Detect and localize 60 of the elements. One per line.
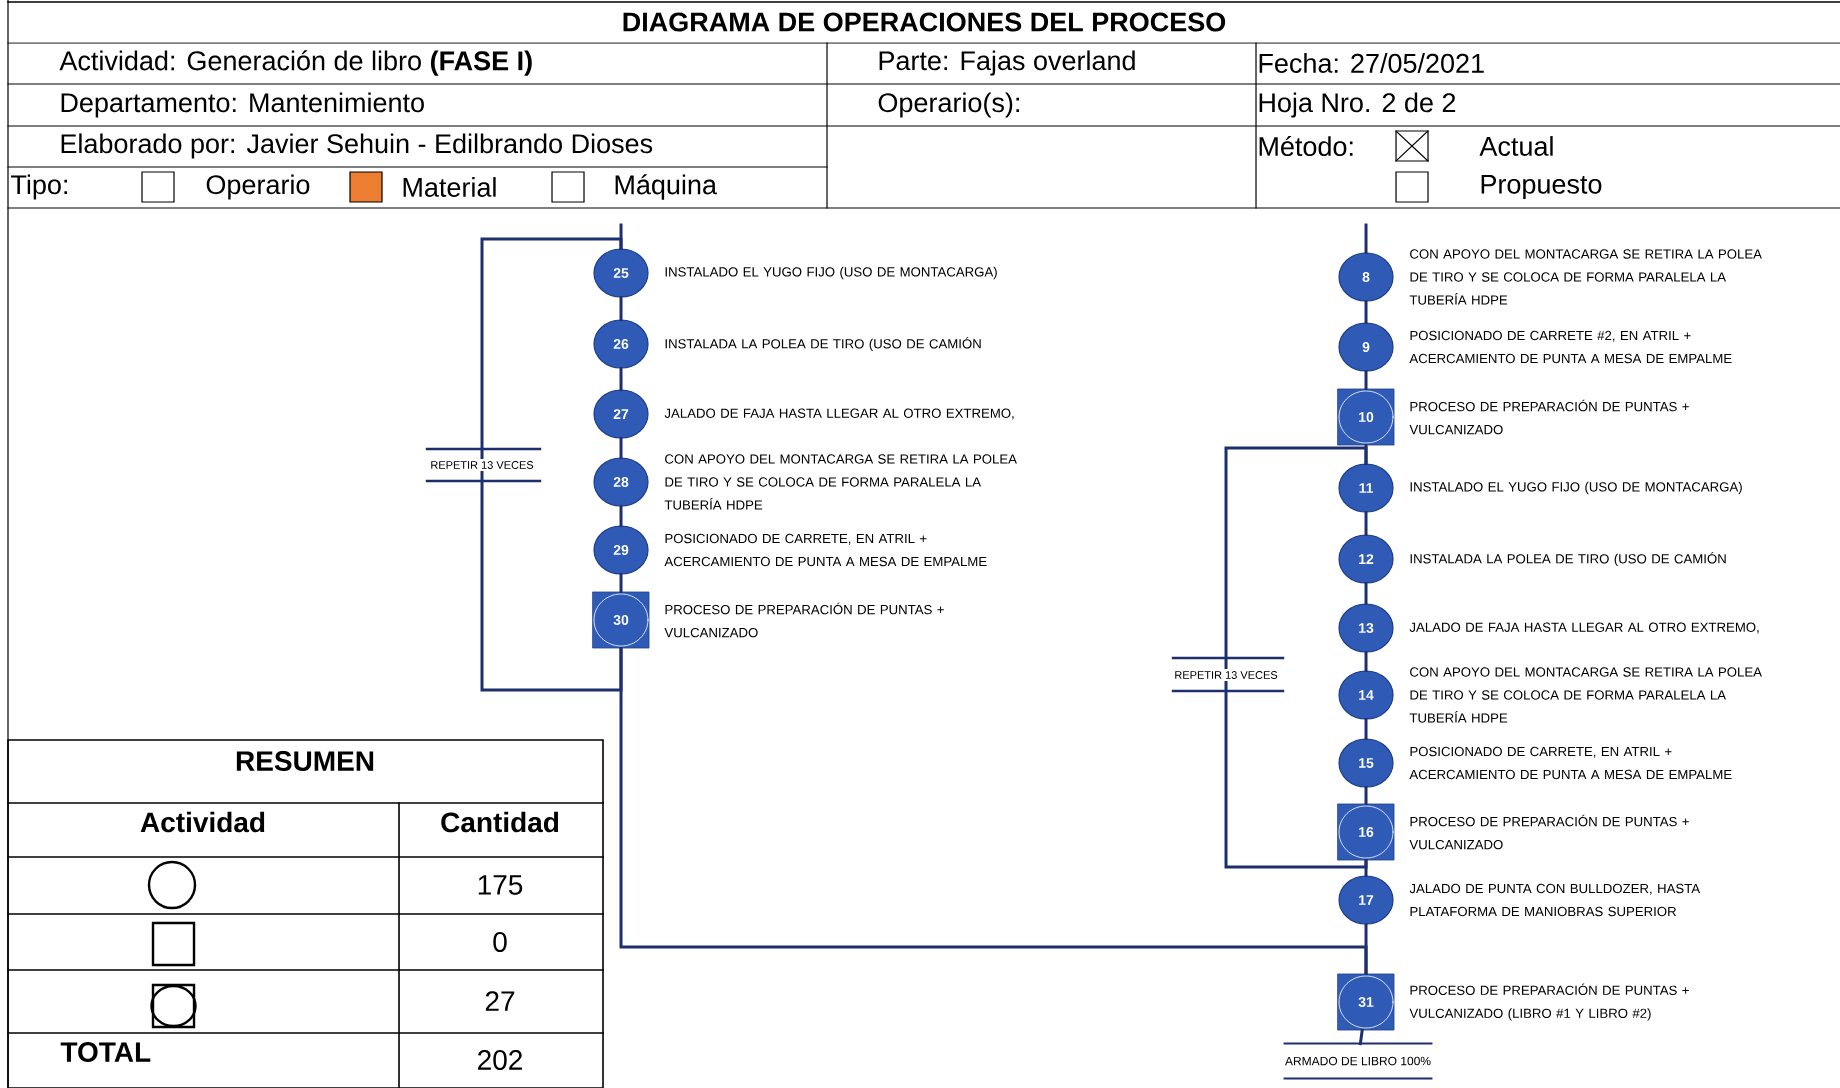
header-text: Departamento: Mantenimiento	[61, 92, 424, 118]
connector-line	[1224, 446, 1368, 869]
step-description: PROCESO DE PREPARACIÓN DE PUNTAS + VULCANIZADO	[1409, 399, 1689, 435]
total-label: TOTAL	[60, 1042, 151, 1062]
header-text: Hoja Nro. 2 de 2	[1259, 92, 1456, 118]
connector-line	[1364, 582, 1368, 605]
connector-line	[1364, 300, 1368, 324]
header-text: Tipo:	[11, 174, 67, 200]
edge-label: REPETIR 13 VECES	[425, 447, 542, 483]
step-description: POSICIONADO DE CARRETE, EN ATRIL + ACERCAMIENTO DE PUNTA A MESA DE EMPALME	[1409, 746, 1732, 780]
step-description: JALADO DE FAJA HASTA LLEGAR AL OTRO EXTREMO,	[1409, 622, 1759, 634]
header-text: Operario(s):	[878, 92, 1019, 118]
quantity-value: 202	[478, 1050, 522, 1070]
step-description: PROCESO DE PREPARACIÓN DE PUNTAS + VULCANIZADO	[664, 602, 944, 638]
connector-line	[1364, 511, 1368, 536]
header-text: Método:	[1259, 135, 1353, 157]
quantity-value: 27	[485, 991, 515, 1011]
connector-line	[619, 367, 623, 391]
header-text: Parte: Fajas overland	[879, 50, 1135, 76]
step-description: INSTALADO EL YUGO FIJO (USO DE MONTACARGA)	[665, 266, 997, 280]
step-description: POSICIONADO DE CARRETE, EN ATRIL + ACERCAMIENTO DE PUNTA A MESA DE EMPALME	[664, 533, 987, 567]
column-header: Cantidad	[441, 811, 559, 833]
step-description: INSTALADA LA POLEA DE TIRO (USO DE CAMIÓN	[1410, 551, 1726, 567]
connector-line	[1364, 786, 1368, 806]
connector-line	[1358, 1028, 1364, 1046]
connector-line	[1364, 651, 1368, 672]
step-description: POSICIONADO DE CARRETE #2, EN ATRIL + ACERCAMIENTO DE PUNTA A MESA DE EMPALME	[1409, 330, 1732, 364]
step-description: CON APOYO DEL MONTACARGA SE RETIRA LA POLEA DE TIRO Y SE COLOCA DE FORMA PARALELA LA TUBERÍA HDPE	[664, 454, 1017, 510]
column-header: Actividad	[140, 811, 265, 833]
end-label: ARMADO DE LIBRO 100%	[1283, 1042, 1433, 1080]
connector-line	[619, 573, 623, 594]
connector-line	[1364, 923, 1368, 976]
edge-label: REPETIR 13 VECES	[1171, 656, 1285, 693]
step-description: PROCESO DE PREPARACIÓN DE PUNTAS + VULCANIZADO (LIBRO #1 Y LIBRO #2)	[1409, 983, 1689, 1021]
step-description: INSTALADA LA POLEA DE TIRO (USO DE CAMIÓN	[665, 336, 981, 352]
step-description: JALADO DE PUNTA CON BULLDOZER, HASTA PLATAFORMA DE MANIOBRAS SUPERIOR	[1409, 883, 1701, 917]
header-text: Elaborado por: Javier Sehuin - Edilbrando Dioses	[61, 133, 653, 159]
option-text: Actual	[1479, 136, 1553, 156]
connector-line	[480, 237, 623, 692]
step-description: CON APOYO DEL MONTACARGA SE RETIRA LA POLEA DE TIRO Y SE COLOCA DE FORMA PARALELA LA TUBERÍA HDPE	[1409, 249, 1762, 305]
option-text: Material	[403, 177, 496, 197]
header-text: Fecha: 27/05/2021	[1259, 53, 1484, 73]
option-text: Máquina	[615, 174, 717, 200]
summary-heading: RESUMEN	[236, 751, 374, 771]
connector-line	[619, 505, 623, 527]
connector-line	[1364, 370, 1368, 391]
step-description: JALADO DE FAJA HASTA LLEGAR AL OTRO EXTREMO,	[664, 408, 1014, 420]
step-description: INSTALADO EL YUGO FIJO (USO DE MONTACARGA)	[1410, 481, 1742, 495]
connector-line	[1364, 718, 1368, 740]
quantity-value: 175	[478, 875, 523, 895]
header-text: Actividad: Generación de libro (FASE I)	[59, 50, 532, 76]
option-text: Propuesto	[1481, 174, 1602, 200]
step-description: CON APOYO DEL MONTACARGA SE RETIRA LA POLEA DE TIRO Y SE COLOCA DE FORMA PARALELA LA TUBERÍA HDPE	[1409, 667, 1762, 723]
title: DIAGRAMA DE OPERACIONES DEL PROCESO	[623, 12, 1226, 32]
connector-line	[619, 296, 623, 321]
option-text: Operario	[206, 174, 310, 200]
quantity-value: 0	[493, 932, 507, 952]
step-description: PROCESO DE PREPARACIÓN DE PUNTAS + VULCANIZADO	[1409, 814, 1689, 850]
connector-line	[619, 437, 623, 459]
connector-line	[1364, 223, 1368, 254]
